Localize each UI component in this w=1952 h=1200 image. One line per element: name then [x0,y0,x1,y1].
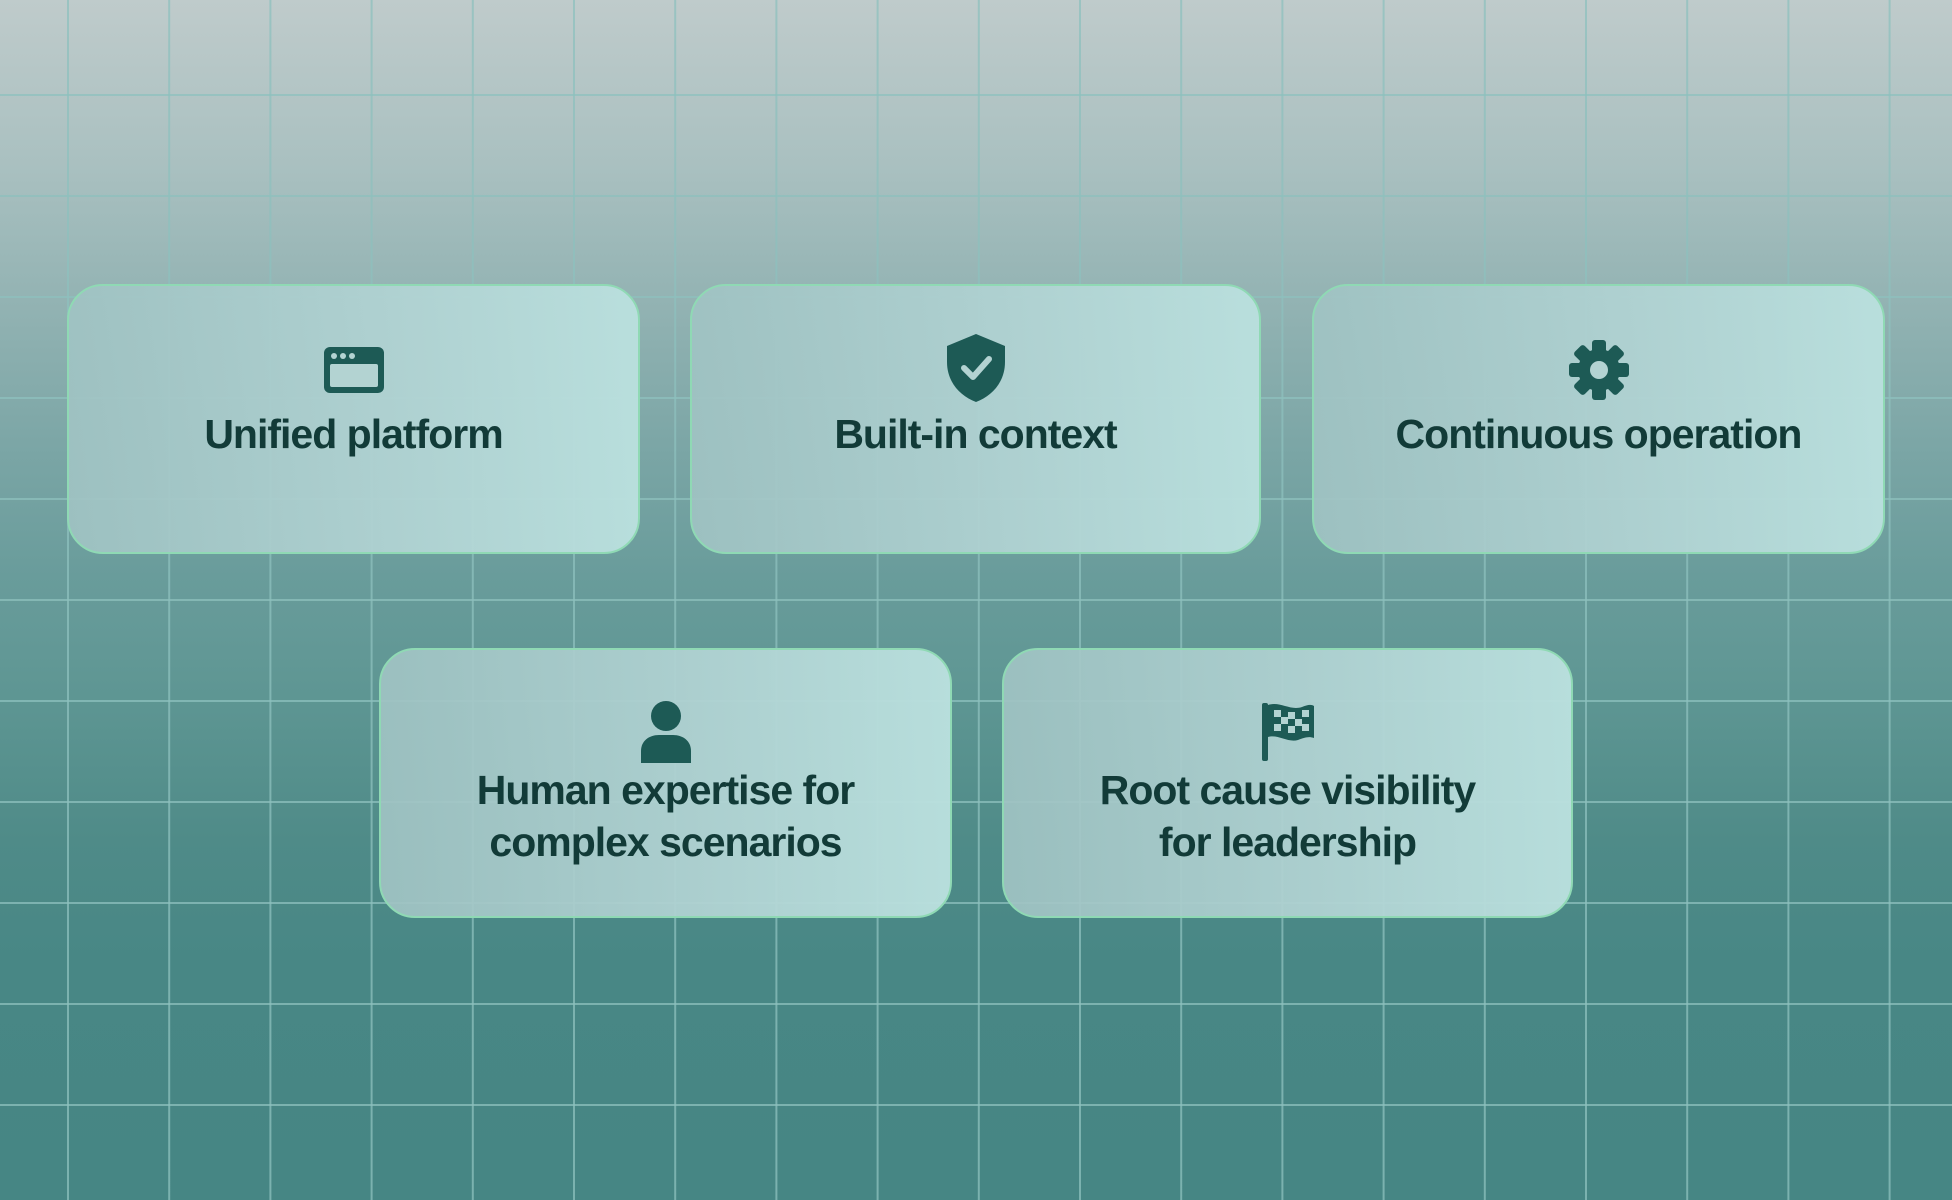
feature-label: Unified platform [204,411,503,457]
feature-card-human-expertise: Human expertise for complex scenarios [379,648,952,918]
feature-card-built-in-context: Built-in context [690,284,1261,554]
gear-icon [1563,338,1635,402]
feature-label-line: Human expertise for [476,767,855,813]
feature-card-root-cause-visibility: Root cause visibility for leadership [1002,648,1573,918]
feature-card-unified-platform: Unified platform [67,284,640,554]
feature-label-line: Root cause visibility [1099,767,1476,813]
checkered-flag-icon [1252,700,1324,764]
shield-check-icon [940,334,1012,402]
feature-label: Built-in context [834,411,1117,457]
browser-window-icon [318,338,390,402]
person-icon [630,700,702,764]
feature-label: Human expertise for complex scenarios [476,764,855,868]
feature-label: Root cause visibility for leadership [1099,764,1476,868]
feature-label: Continuous operation [1395,411,1803,457]
feature-card-continuous-operation: Continuous operation [1312,284,1885,554]
feature-label-line: for leadership [1158,819,1417,865]
feature-label-line: complex scenarios [489,819,842,865]
